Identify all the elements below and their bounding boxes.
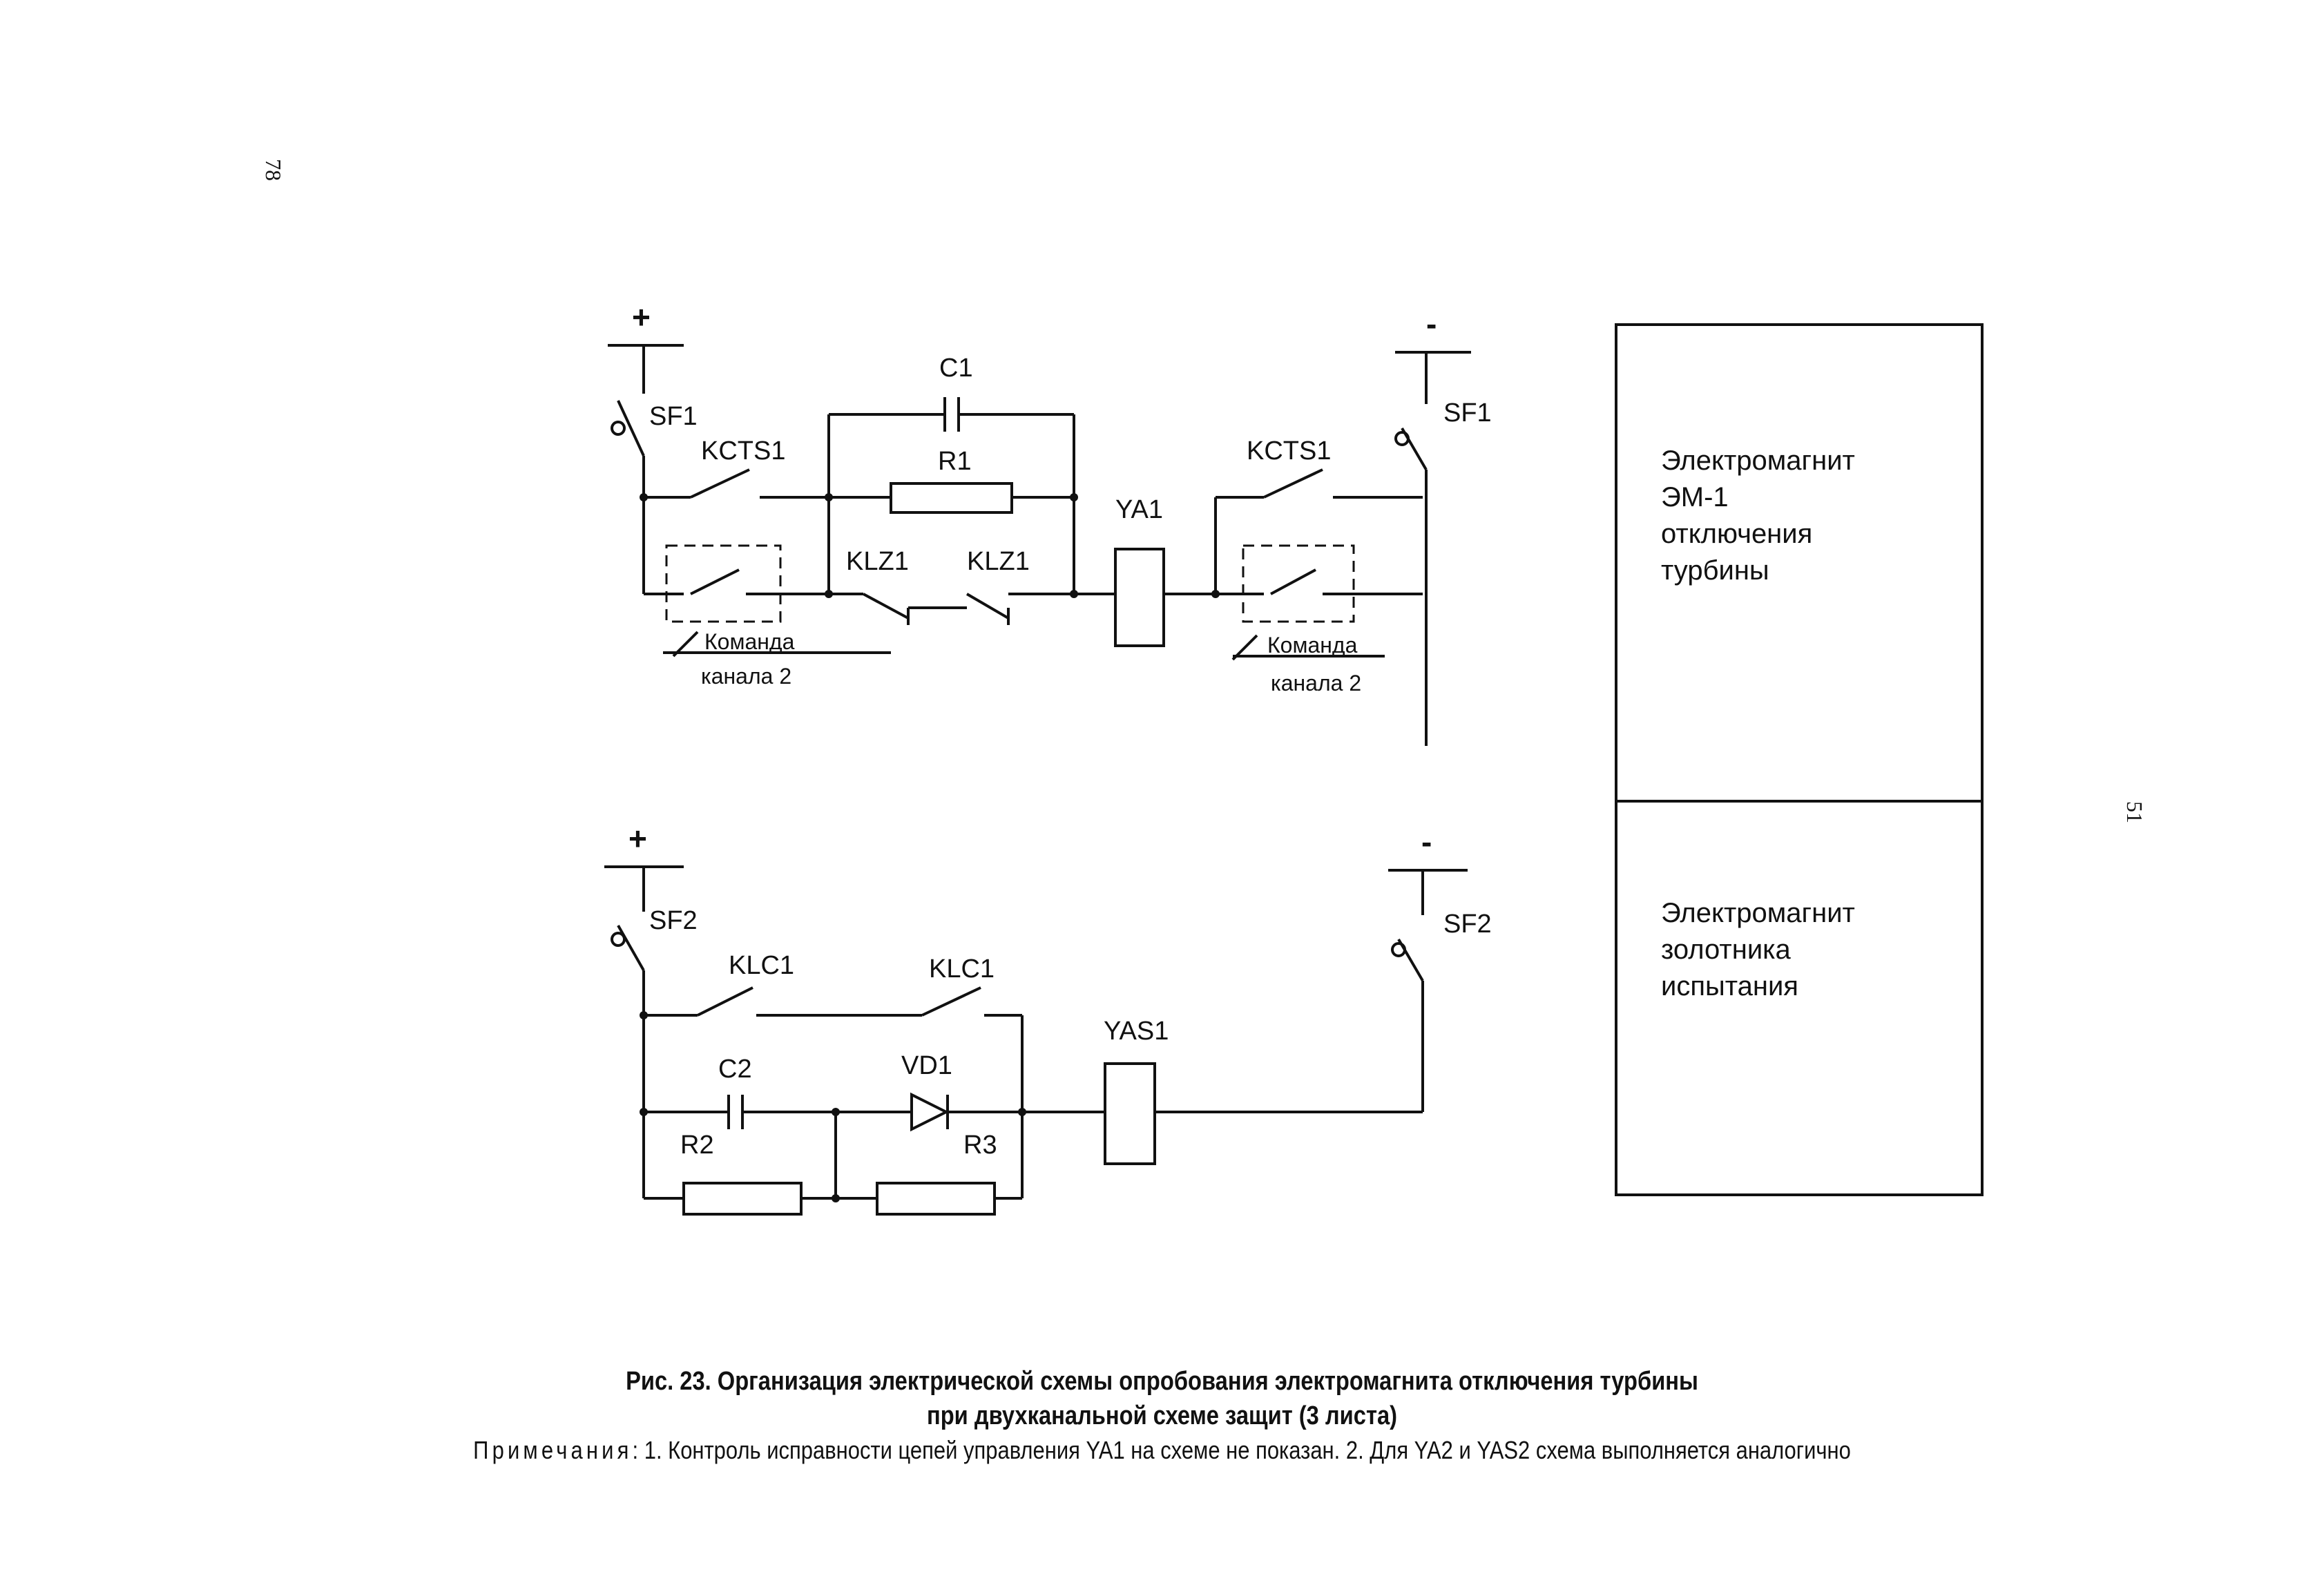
box-top-line4: турбины [1661,555,1769,586]
label-command-left-1: Команда [704,629,795,654]
box-bottom-line3: испытания [1661,971,1798,1001]
label-r1: R1 [938,447,972,476]
diode-vd1 [910,1092,950,1132]
figure-caption: Рис. 23. Организация электрической схемы… [0,1364,2324,1468]
breaker-sf2-left-latch [611,932,626,947]
box-top-line2: ЭМ-1 [1661,482,1729,512]
resistor-r3 [876,1182,996,1216]
minus-sign-1: - [1426,306,1437,342]
contact-kcts1-right [1263,468,1323,499]
caption-title-line2: при двухканальной схеме защит (3 листа) [926,1401,1398,1430]
label-command-left-2: канала 2 [701,664,791,689]
channel2-box-left [665,544,782,623]
page-number-top: 78 [261,159,286,181]
box-bottom-line1: Электромагнит [1661,898,1855,928]
label-klc1-1: KLC1 [729,951,794,980]
circuit-1: + SF1 KCTS1 Команда канала 2 C1 [608,299,1492,746]
contact-klc1-2 [921,986,981,1017]
caption-note-label: Примечания [473,1436,633,1464]
label-command-right-2: канала 2 [1271,671,1361,695]
breaker-sf1-left [617,400,645,457]
caption-note: Примечания: 1. Контроль исправности цепе… [163,1433,2162,1468]
label-kcts1-right: KCTS1 [1247,436,1331,466]
contact-klz1-2 [966,593,1010,620]
label-vd1: VD1 [901,1051,952,1080]
label-sf2-left: SF2 [649,906,698,935]
plus-sign-2: + [628,821,647,856]
resistor-r2 [682,1182,803,1216]
box-bottom [1615,800,1984,1196]
label-c1: C1 [939,354,973,383]
command-arrow-right [1231,634,1258,661]
page-number-right: 51 [2122,801,2147,823]
label-kcts1-left: KCTS1 [701,436,785,466]
label-sf2-right: SF2 [1443,910,1492,939]
breaker-sf2-right-latch [1391,942,1406,957]
breaker-sf2-left [617,925,645,971]
minus-sign-2: - [1421,824,1432,860]
box-top-line1: Электромагнит [1661,445,1855,476]
node-2e [1018,1108,1026,1116]
label-sf1-left: SF1 [649,402,698,431]
label-yas1: YAS1 [1104,1017,1169,1046]
label-r3: R3 [963,1131,997,1160]
label-klz1-2: KLZ1 [967,547,1030,576]
caption-title-line1: Рис. 23. Организация электрической схемы… [626,1367,1698,1396]
breaker-sf1-right-latch [1394,431,1410,446]
coil-yas1 [1104,1062,1156,1165]
label-klz1-1: KLZ1 [846,547,909,576]
contact-kcts1-left [690,468,750,499]
plus-sign-1: + [632,299,651,335]
contact-klz1-1 [863,593,909,620]
label-sf1-right: SF1 [1443,399,1492,428]
circuit-2: + SF2 KLC1 KLC1 C2 VD1 [604,821,1492,1216]
command-arrow-left [672,631,699,658]
box-top-line3: отключения [1661,519,1812,549]
box-bottom-line2: золотника [1661,934,1792,965]
breaker-sf1-left-latch [611,421,626,436]
resistor-r1 [890,482,1013,514]
label-c2: C2 [718,1055,752,1084]
label-klc1-2: KLC1 [929,954,995,984]
coil-ya1 [1114,548,1165,647]
contact-ch2-left [690,568,740,595]
contact-klc1-1 [697,986,753,1017]
channel2-box-right [1242,544,1355,623]
label-r2: R2 [680,1131,714,1160]
label-ya1: YA1 [1115,495,1163,524]
contact-ch2-right [1270,568,1316,595]
caption-note-text: : 1. Контроль исправности цепей управлен… [632,1436,1851,1464]
label-command-right-1: Команда [1267,633,1358,658]
